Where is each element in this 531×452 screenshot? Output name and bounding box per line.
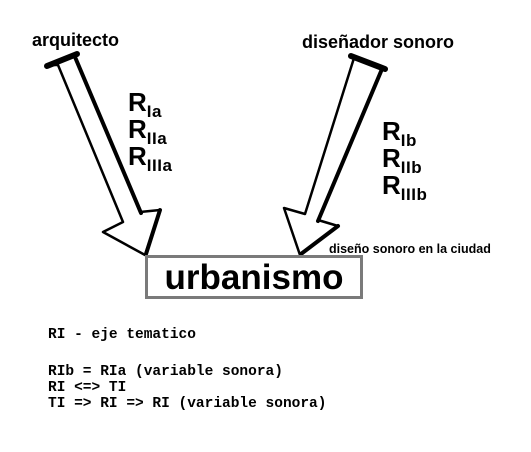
requirement-sub: Ia bbox=[146, 102, 162, 121]
requirement-ib: RIb bbox=[382, 116, 427, 151]
requirement-sub: IIIb bbox=[400, 185, 428, 204]
label-city-sound-design: diseño sonoro en la ciudad bbox=[329, 242, 491, 256]
arrow-designer-body bbox=[282, 56, 384, 257]
urbanismo-box: urbanismo bbox=[145, 255, 363, 299]
arrow-designer-edge bbox=[316, 67, 384, 223]
requirement-sub: IIb bbox=[400, 158, 423, 177]
requirement-iiib: RIIIb bbox=[382, 170, 427, 205]
requirement-iib: RIIb bbox=[382, 143, 427, 178]
requirement-ia: RIa bbox=[128, 87, 172, 122]
note-line-3: RI <=> TI bbox=[48, 380, 127, 396]
arrow-architect-to-urbanismo bbox=[44, 51, 162, 257]
note-line-1: RI - eje tematico bbox=[48, 327, 196, 343]
note-line-2: RIb = RIa (variable sonora) bbox=[48, 364, 283, 380]
requirement-main: R bbox=[382, 143, 401, 173]
requirement-iiia: RIIIa bbox=[128, 141, 172, 176]
requirement-main: R bbox=[128, 114, 147, 144]
requirement-main: R bbox=[128, 87, 147, 117]
arrow-designer-head-edge bbox=[299, 224, 340, 256]
requirement-sub: IIIa bbox=[146, 156, 173, 175]
arrow-architect-edge bbox=[73, 55, 143, 215]
arrow-architect-head-edge bbox=[144, 208, 162, 256]
requirements-sound-designer: RIb RIIb RIIIb bbox=[382, 116, 427, 205]
urbanismo-label: urbanismo bbox=[164, 257, 344, 297]
requirement-sub: IIa bbox=[146, 129, 168, 148]
label-architect: arquitecto bbox=[32, 30, 120, 50]
arrow-designer-tail-cap bbox=[348, 53, 388, 72]
requirement-main: R bbox=[382, 170, 401, 200]
requirement-sub: Ib bbox=[400, 131, 417, 150]
requirement-iia: RIIa bbox=[128, 114, 172, 149]
requirement-main: R bbox=[382, 116, 401, 146]
requirements-architect: RIa RIIa RIIIa bbox=[128, 87, 172, 176]
label-sound-designer: diseñador sonoro bbox=[302, 32, 455, 52]
requirement-main: R bbox=[128, 141, 147, 171]
arrow-architect-tail-cap bbox=[44, 51, 80, 69]
arrow-designer-to-urbanismo bbox=[282, 53, 388, 257]
note-line-4: TI => RI => RI (variable sonora) bbox=[48, 396, 327, 412]
